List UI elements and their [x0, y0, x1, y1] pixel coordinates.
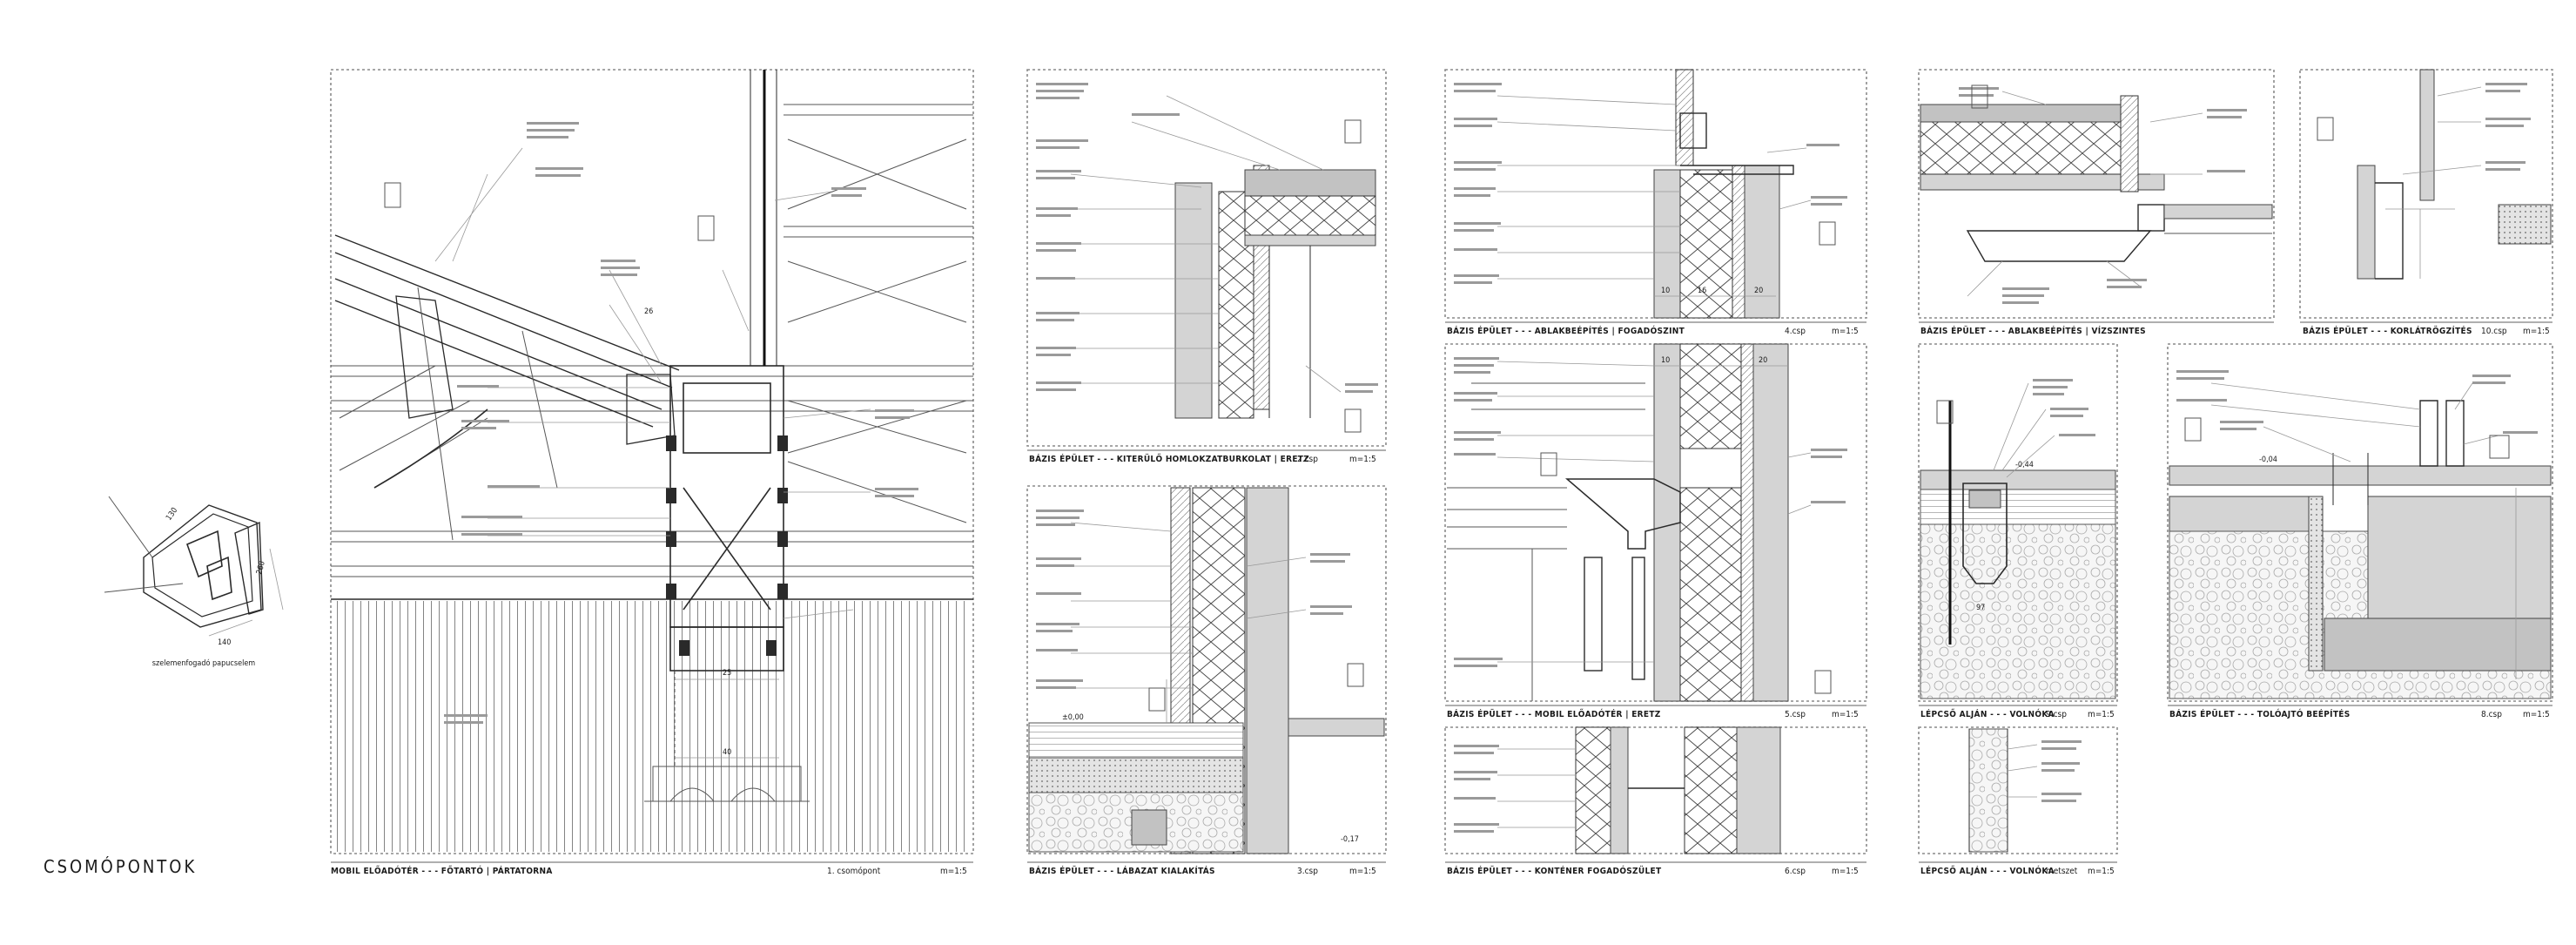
detail-6: BÁZIS ÉPÜLET - - - KONTÉNER FOGADÓSZÜLET… — [1444, 726, 1867, 876]
d4-dim-a: 10 — [1661, 287, 1670, 295]
d5-dim-b: 20 — [1759, 356, 1767, 365]
d11-num: metszet — [2046, 867, 2078, 876]
detail-2: BÁZIS ÉPÜLET - - - KITERÜLŐ HOMLOKZATBUR… — [1026, 69, 1387, 464]
d3-caption: BÁZIS ÉPÜLET - - - LÁBAZAT KIALAKÍTÁS — [1029, 864, 1215, 876]
d4-caption: BÁZIS ÉPÜLET - - - ABLAKBEÉPÍTÉS | FOGAD… — [1447, 324, 1685, 336]
iso-dim-3: 140 — [218, 638, 231, 647]
detail-8: BÁZIS ÉPÜLET - - - KORLÁTRÖGZÍTÉS 10.csp… — [2299, 69, 2553, 336]
d3-level-a: ±0,00 — [1062, 713, 1084, 722]
d5-caption: BÁZIS ÉPÜLET - - - MOBIL ELŐADÓTÉR | ERE… — [1447, 707, 1661, 719]
d1-num: 1. csomópont — [827, 866, 881, 876]
d4-scale: m=1:5 — [1832, 327, 1859, 336]
d5-dim-a: 10 — [1661, 356, 1670, 365]
d1-scale: m=1:5 — [940, 867, 967, 876]
d3-num: 3.csp — [1297, 867, 1318, 876]
d1-dim-a: 25 — [723, 669, 731, 678]
d10-caption: BÁZIS ÉPÜLET - - - TOLÓAJTÓ BEÉPÍTÉS — [2169, 707, 2351, 719]
sheet-title: CSOMÓPONTOK — [44, 856, 197, 877]
d5-scale: m=1:5 — [1832, 710, 1859, 719]
detail-4: 10 16 20 BÁZIS ÉPÜLET - - - ABLAKBEÉPÍTÉ… — [1444, 69, 1867, 336]
d2-scale: m=1:5 — [1349, 455, 1376, 464]
d4-dim-c: 20 — [1754, 287, 1763, 295]
iso-dim-2: 260 — [255, 560, 267, 576]
d7-caption: BÁZIS ÉPÜLET - - - ABLAKBEÉPÍTÉS | VÍZSZ… — [1920, 324, 2146, 336]
d1-dim-c: 40 — [723, 748, 731, 757]
d11-scale: m=1:5 — [2088, 867, 2115, 876]
iso-caption: szelemenfogadó papucselem — [152, 658, 256, 668]
d9-num: 9.csp — [2046, 710, 2067, 719]
d9-level: -0,44 — [2015, 461, 2034, 469]
iso-sketch: 130 260 140 szelemenfogadó papucselem — [104, 496, 284, 668]
d10-scale: m=1:5 — [2523, 710, 2550, 719]
d8-num: 10.csp — [2481, 327, 2507, 336]
d11-caption: LÉPCSŐ ALJÁN - - - VOLNÓKA — [1920, 864, 2055, 876]
d1-dim-b: 26 — [644, 307, 653, 316]
d3-level-b: -0,17 — [1341, 835, 1359, 844]
d9-dim: 97 — [1976, 604, 1985, 612]
d4-dim-b: 16 — [1698, 287, 1706, 295]
iso-dim: 130 — [165, 506, 179, 522]
detail-11: LÉPCSŐ ALJÁN - - - VOLNÓKA metszet m=1:5 — [1918, 726, 2118, 876]
d8-scale: m=1:5 — [2523, 327, 2550, 336]
d9-scale: m=1:5 — [2088, 710, 2115, 719]
d5-num: 5.csp — [1785, 710, 1806, 719]
d10-level: -0,04 — [2259, 456, 2277, 464]
d8-caption: BÁZIS ÉPÜLET - - - KORLÁTRÖGZÍTÉS — [2303, 324, 2472, 336]
detail-7: BÁZIS ÉPÜLET - - - ABLAKBEÉPÍTÉS | VÍZSZ… — [1918, 69, 2275, 336]
detail-5: 10 20 BÁZIS ÉPÜLET - - - MOBIL ELŐADÓTÉR… — [1444, 343, 1867, 719]
d3-scale: m=1:5 — [1349, 867, 1376, 876]
d6-scale: m=1:5 — [1832, 867, 1859, 876]
detail-1: 25 26 40 MOBIL ELŐADÓTÉR - - - FŐTARTÓ |… — [330, 69, 974, 876]
detail-10: -0,04 BÁZIS ÉPÜLET - - - TOLÓAJTÓ BEÉPÍT… — [2167, 343, 2553, 719]
d2-caption: BÁZIS ÉPÜLET - - - KITERÜLŐ HOMLOKZATBUR… — [1029, 452, 1309, 464]
d10-num: 8.csp — [2481, 710, 2502, 719]
detail-9: -0,44 97 LÉPCSŐ ALJÁN - - - VOLNÓKA 9.cs… — [1918, 343, 2118, 719]
d6-caption: BÁZIS ÉPÜLET - - - KONTÉNER FOGADÓSZÜLET — [1447, 864, 1662, 876]
d4-num: 4.csp — [1785, 327, 1806, 336]
d2-num: 2.csp — [1297, 455, 1318, 464]
d9-caption: LÉPCSŐ ALJÁN - - - VOLNÓKA — [1920, 707, 2055, 719]
detail-3: ±0,00 -0,17 BÁZIS ÉPÜLET - - - LÁBAZAT K… — [1026, 485, 1387, 876]
d1-caption: MOBIL ELŐADÓTÉR - - - FŐTARTÓ | PÁRTATOR… — [331, 864, 553, 876]
d6-num: 6.csp — [1785, 867, 1806, 876]
